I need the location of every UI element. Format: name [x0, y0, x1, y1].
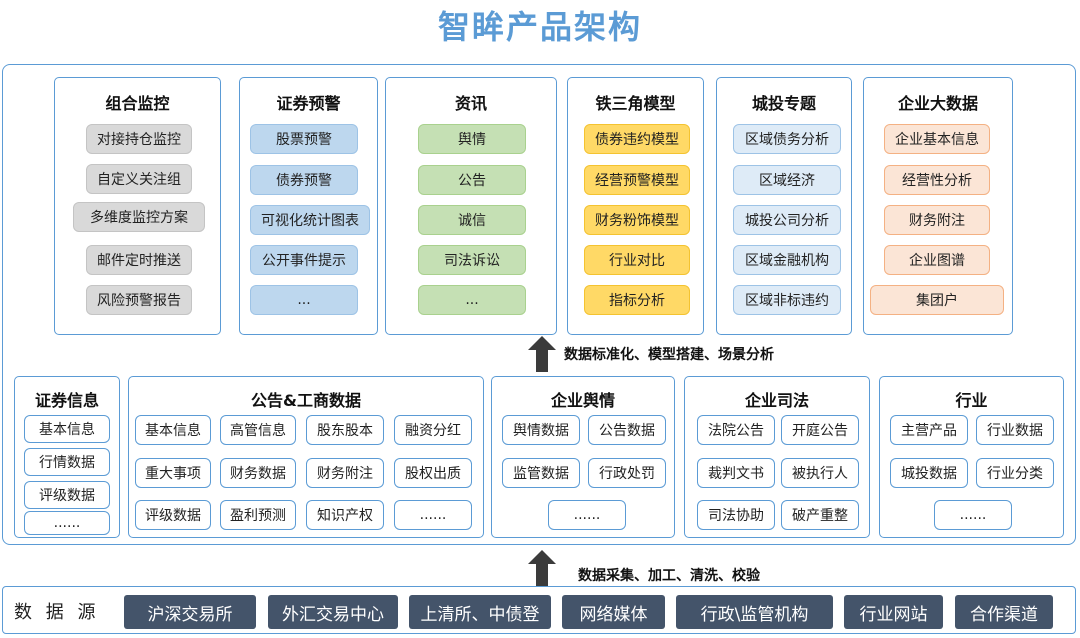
item-model-4: 指标分析 [584, 285, 690, 315]
item-biz-1: 高管信息 [220, 415, 296, 445]
item-ind-3: 行业分类 [976, 458, 1054, 488]
item-ind-0: 主营产品 [890, 415, 968, 445]
module-title: 行业 [955, 391, 988, 410]
item-biz-6: 财务附注 [306, 458, 384, 488]
architecture-frame [2, 64, 1076, 545]
module-announcement-business: 公告&工商数据 基本信息 高管信息 股东股本 融资分红 重大事项 财务数据 财务… [128, 376, 484, 538]
item-biz-11: ...... [394, 500, 472, 530]
module-title: 企业舆情 [550, 391, 615, 410]
item-alert-0: 股票预警 [250, 124, 358, 154]
item-jud-3: 被执行人 [781, 458, 859, 488]
item-portfolio-1: 自定义关注组 [86, 164, 192, 194]
item-ind-1: 行业数据 [976, 415, 1054, 445]
item-model-0: 债券违约模型 [584, 124, 690, 154]
item-sent-2: 监管数据 [502, 458, 580, 488]
item-biz-8: 评级数据 [135, 500, 211, 530]
source-sse-szse: 沪深交易所 [124, 595, 256, 629]
item-urban-2: 城投公司分析 [733, 205, 841, 235]
item-model-1: 经营预警模型 [584, 165, 690, 195]
item-news-1: 公告 [418, 165, 526, 195]
arrow-label-modeling: 数据标准化、模型搭建、场景分析 [564, 347, 774, 363]
item-ind-4: ...... [934, 500, 1012, 530]
module-title: 企业大数据 [897, 94, 978, 113]
item-alert-2: 可视化统计图表 [250, 205, 370, 235]
item-sec-2: 评级数据 [24, 481, 110, 509]
module-title: 企业司法 [744, 391, 809, 410]
item-biz-4: 重大事项 [135, 458, 211, 488]
item-ent-0: 企业基本信息 [884, 124, 990, 154]
module-enterprise-bigdata: 企业大数据 企业基本信息 经营性分析 财务附注 企业图谱 集团户 [863, 77, 1013, 335]
module-title: 公告&工商数据 [251, 391, 361, 410]
module-title: 证券预警 [276, 94, 341, 113]
source-partners: 合作渠道 [955, 595, 1053, 629]
item-jud-4: 司法协助 [697, 500, 775, 530]
item-jud-5: 破产重整 [781, 500, 859, 530]
item-alert-4: ... [250, 285, 358, 315]
item-news-0: 舆情 [418, 124, 526, 154]
module-title: 资讯 [454, 94, 487, 113]
item-sec-1: 行情数据 [24, 448, 110, 476]
module-title: 铁三角模型 [595, 94, 676, 113]
item-ent-3: 企业图谱 [884, 245, 990, 275]
item-biz-0: 基本信息 [135, 415, 211, 445]
module-securities-info: 证券信息 基本信息 行情数据 评级数据 ...... [14, 376, 120, 538]
item-sent-3: 行政处罚 [588, 458, 666, 488]
page-title: 智眸产品架构 [437, 8, 642, 46]
source-regulators: 行政\监管机构 [676, 595, 833, 629]
item-urban-4: 区域非标违约 [733, 285, 841, 315]
item-alert-3: 公开事件提示 [250, 245, 358, 275]
item-news-4: ... [418, 285, 526, 315]
arrow-label-collection: 数据采集、加工、清洗、校验 [578, 568, 760, 584]
module-urban-investment: 城投专题 区域债务分析 区域经济 城投公司分析 区域金融机构 区域非标违约 [716, 77, 852, 335]
item-jud-2: 裁判文书 [697, 458, 775, 488]
module-enterprise-judicial: 企业司法 法院公告 开庭公告 裁判文书 被执行人 司法协助 破产重整 [684, 376, 870, 538]
item-biz-2: 股东股本 [306, 415, 384, 445]
item-sent-1: 公告数据 [588, 415, 666, 445]
item-biz-7: 股权出质 [394, 458, 472, 488]
source-cfets: 外汇交易中心 [268, 595, 398, 629]
item-ent-1: 经营性分析 [884, 165, 990, 195]
item-alert-1: 债券预警 [250, 165, 358, 195]
item-sec-3: ...... [24, 511, 110, 535]
item-sent-4: ...... [548, 500, 626, 530]
module-news: 资讯 舆情 公告 诚信 司法诉讼 ... [385, 77, 557, 335]
item-jud-1: 开庭公告 [781, 415, 859, 445]
item-news-3: 司法诉讼 [418, 245, 526, 275]
module-portfolio-monitor: 组合监控 对接持仓监控 自定义关注组 多维度监控方案 邮件定时推送 风险预警报告 [54, 77, 221, 335]
item-model-3: 行业对比 [584, 245, 690, 275]
item-biz-5: 财务数据 [220, 458, 296, 488]
item-portfolio-2: 多维度监控方案 [73, 202, 205, 232]
item-model-2: 财务粉饰模型 [584, 205, 690, 235]
item-ind-2: 城投数据 [890, 458, 968, 488]
item-biz-3: 融资分红 [394, 415, 472, 445]
module-industry: 行业 主营产品 行业数据 城投数据 行业分类 ...... [879, 376, 1064, 538]
item-sent-0: 舆情数据 [502, 415, 580, 445]
item-jud-0: 法院公告 [697, 415, 775, 445]
item-portfolio-0: 对接持仓监控 [86, 124, 192, 154]
module-title: 组合监控 [105, 94, 170, 113]
item-portfolio-4: 风险预警报告 [86, 285, 192, 315]
item-biz-10: 知识产权 [306, 500, 384, 530]
item-biz-9: 盈利预测 [220, 500, 296, 530]
source-web-media: 网络媒体 [562, 595, 665, 629]
up-arrow-icon [528, 550, 556, 586]
item-urban-3: 区域金融机构 [733, 245, 841, 275]
item-ent-2: 财务附注 [884, 205, 990, 235]
item-news-2: 诚信 [418, 205, 526, 235]
source-shclearing-ccdc: 上清所、中债登 [409, 595, 551, 629]
module-title: 证券信息 [34, 391, 99, 410]
item-urban-0: 区域债务分析 [733, 124, 841, 154]
data-source-label: 数 据 源 [14, 602, 100, 623]
module-securities-alert: 证券预警 股票预警 债券预警 可视化统计图表 公开事件提示 ... [239, 77, 378, 335]
item-urban-1: 区域经济 [733, 165, 841, 195]
up-arrow-icon [528, 336, 556, 372]
item-portfolio-3: 邮件定时推送 [86, 245, 192, 275]
module-title: 城投专题 [751, 94, 816, 113]
item-sec-0: 基本信息 [24, 415, 110, 443]
item-ent-4: 集团户 [870, 285, 1004, 315]
source-industry-sites: 行业网站 [844, 595, 943, 629]
module-iron-triangle: 铁三角模型 债券违约模型 经营预警模型 财务粉饰模型 行业对比 指标分析 [567, 77, 704, 335]
module-enterprise-sentiment: 企业舆情 舆情数据 公告数据 监管数据 行政处罚 ...... [491, 376, 675, 538]
